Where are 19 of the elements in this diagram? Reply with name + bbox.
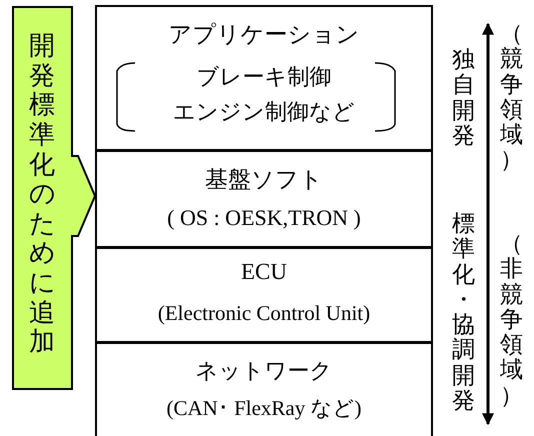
bracketed-text: ブレーキ制御 bbox=[196, 64, 332, 92]
layer-subtitle: (CAN･ FlexRay など) bbox=[166, 395, 362, 422]
layer-title: ネットワーク bbox=[194, 358, 334, 386]
layer-subtitle: ( OS : OESK,TRON ) bbox=[166, 205, 362, 231]
layer-subtitle: (Electronic Control Unit) bbox=[156, 301, 372, 326]
layer-box bbox=[95, 150, 433, 248]
vertical-label: （競争領域） bbox=[500, 22, 523, 174]
vertical-label: （非競争領域） bbox=[500, 232, 523, 410]
layer-box bbox=[95, 342, 433, 436]
layer-box bbox=[95, 247, 433, 343]
vertical-label: 独自開発 bbox=[452, 48, 475, 150]
layer-title: ECU bbox=[240, 259, 288, 285]
layer-title: アプリケーション bbox=[168, 21, 360, 50]
vertical-label: 標準化・協調開発 bbox=[452, 212, 475, 414]
callout-arrow bbox=[12, 6, 96, 390]
vertical-text: 開発標準化のために追加 bbox=[29, 32, 55, 358]
layer-box bbox=[95, 5, 433, 151]
layer-title: 基盤ソフト bbox=[204, 166, 324, 195]
bracketed-text: エンジン制御など bbox=[172, 99, 356, 127]
